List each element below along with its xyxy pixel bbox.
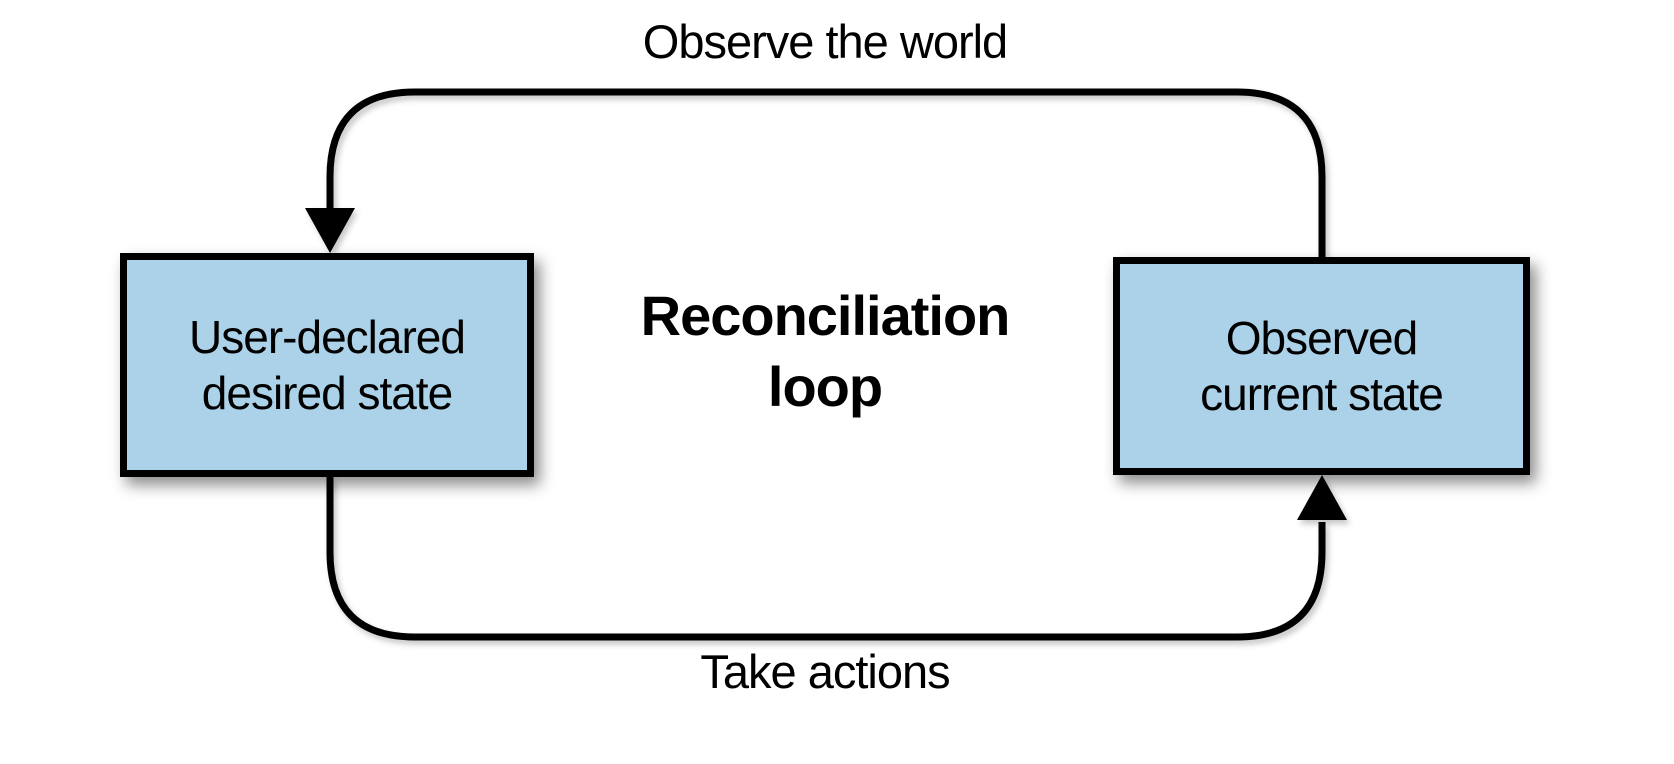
edge-label-observe-the-world: Observe the world <box>642 15 1008 68</box>
node-user-declared-desired-state: User-declared desired state <box>120 253 534 477</box>
node-label: User-declared desired state <box>189 310 466 419</box>
arrowhead-up-icon <box>1297 475 1347 520</box>
node-observed-current-state: Observed current state <box>1113 257 1530 475</box>
observe-the-world-arrow-path <box>326 88 1326 257</box>
reconciliation-loop-label: Reconciliation loop <box>640 284 1011 418</box>
edge-label-take-actions: Take actions <box>700 645 950 698</box>
arrowhead-down-icon <box>305 208 355 253</box>
take-actions-arrow-path <box>326 477 1326 641</box>
node-label: Observed current state <box>1200 311 1444 420</box>
